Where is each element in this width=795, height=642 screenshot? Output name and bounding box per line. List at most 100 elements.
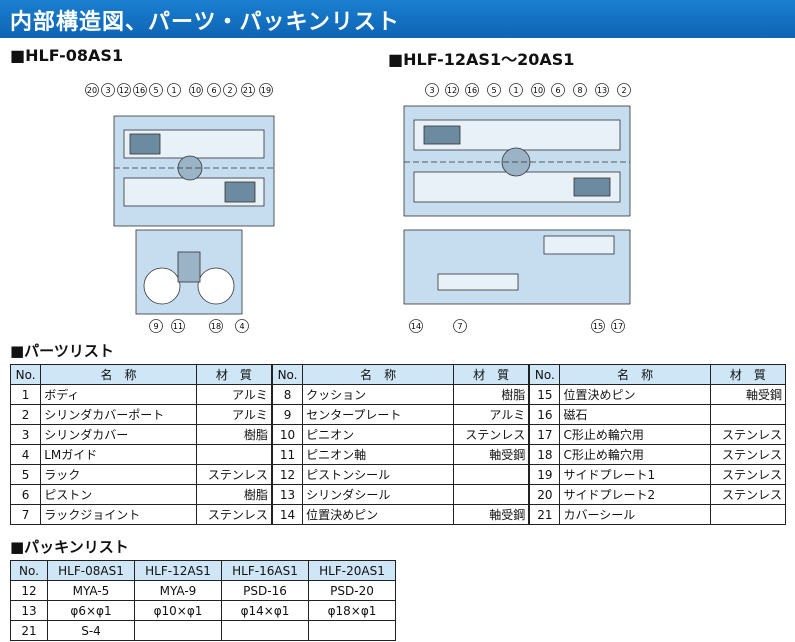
- callout-circle: [171, 319, 185, 333]
- callout-circle: [167, 83, 181, 97]
- part-material: ステンレス: [709, 424, 787, 445]
- callout-circle: [207, 83, 221, 97]
- callout-circle: [465, 83, 479, 97]
- callout-circle: [223, 83, 237, 97]
- callout-label: 18: [211, 322, 221, 331]
- part-material: ステンレス: [195, 464, 273, 485]
- packing-cell: φ14×φ1: [221, 600, 309, 621]
- part-material: [709, 404, 787, 425]
- packing-cell: 21: [10, 620, 48, 641]
- packing-header-cell: HLF-08AS1: [47, 560, 135, 581]
- part-material: 樹脂: [195, 484, 273, 505]
- callout-circle: [241, 83, 255, 97]
- part-name: センタープレート: [302, 404, 455, 425]
- packing-cell: [134, 620, 222, 641]
- part-no: 1: [9, 384, 42, 405]
- page-title: 内部構造図、パーツ・パッキンリスト: [10, 10, 400, 35]
- callout-circle: [453, 319, 467, 333]
- callout-circle: [259, 83, 273, 97]
- col-name: 名 称: [40, 364, 197, 385]
- callout-circle: [117, 83, 131, 97]
- callout-circle: [85, 83, 99, 97]
- part-no: 18: [528, 444, 561, 465]
- callout-label: 15: [593, 322, 603, 331]
- callout-label: 8: [577, 86, 582, 95]
- packing-cell: PSD-16: [221, 580, 309, 601]
- callout-circle: [573, 83, 587, 97]
- part-name: ピストンシール: [302, 464, 455, 485]
- part-name: クッション: [302, 384, 455, 405]
- callout-circle: [409, 319, 423, 333]
- callout-label: 16: [467, 86, 477, 95]
- packing-cell: φ6×φ1: [47, 600, 135, 621]
- part-no: 3: [9, 424, 42, 445]
- packing-cell: 13: [10, 600, 48, 621]
- callout-label: 16: [135, 86, 145, 95]
- callout-circle: [101, 83, 115, 97]
- part-name: ピニオン: [302, 424, 455, 445]
- callout-label: 21: [243, 86, 253, 95]
- callout-circle: [425, 83, 439, 97]
- callout-label: 3: [105, 86, 110, 95]
- part-material: アルミ: [195, 404, 273, 425]
- part-material: 軸受鋼: [709, 384, 787, 405]
- callout-circle: [445, 83, 459, 97]
- part-no: 15: [528, 384, 561, 405]
- callout-label: 9: [153, 322, 158, 331]
- callout-label: 6: [211, 86, 216, 95]
- callout-circle: [551, 83, 565, 97]
- packing-header-cell: HLF-20AS1: [308, 560, 396, 581]
- part-name: カバーシール: [559, 504, 711, 525]
- title-banner: 内部構造図、パーツ・パッキンリスト: [0, 0, 795, 38]
- part-name: シリンダシール: [302, 484, 455, 505]
- col-name: 名 称: [302, 364, 455, 385]
- callout-label: 3: [429, 86, 434, 95]
- part-no: 5: [9, 464, 42, 485]
- callout-label: 14: [411, 322, 421, 331]
- callout-label: 1: [171, 86, 176, 95]
- callout-circle: [531, 83, 545, 97]
- part-name: 磁石: [559, 404, 711, 425]
- callout-circle: [235, 319, 249, 333]
- callout-label: 5: [153, 86, 158, 95]
- callout-label: 6: [555, 86, 560, 95]
- callout-label: 10: [533, 86, 543, 95]
- part-name: C形止め輪穴用: [559, 444, 711, 465]
- packing-cell: PSD-20: [308, 580, 396, 601]
- part-material: [195, 444, 273, 465]
- callout-label: 1: [513, 86, 518, 95]
- callout-circle: [595, 83, 609, 97]
- col-no: No.: [528, 364, 561, 385]
- part-name: ラックジョイント: [40, 504, 197, 525]
- part-no: 9: [270, 404, 304, 425]
- callout-label: 2: [621, 86, 626, 95]
- part-no: 16: [528, 404, 561, 425]
- packing-cell: MYA-5: [47, 580, 135, 601]
- part-name: 位置決めピン: [302, 504, 455, 525]
- packing-header-cell: No.: [10, 560, 48, 581]
- packing-list-heading: ■パッキンリスト: [10, 538, 129, 556]
- part-material: [709, 504, 787, 525]
- callout-circle: [487, 83, 501, 97]
- part-material: ステンレス: [709, 444, 787, 465]
- callout-label: 12: [447, 86, 457, 95]
- callout-circle: [591, 319, 605, 333]
- part-name: C形止め輪穴用: [559, 424, 711, 445]
- packing-cell: [221, 620, 309, 641]
- part-material: 樹脂: [195, 424, 273, 445]
- part-no: 4: [9, 444, 42, 465]
- part-name: LMガイド: [40, 444, 197, 465]
- part-name: ピニオン軸: [302, 444, 455, 465]
- part-material: ステンレス: [195, 504, 273, 525]
- part-no: 2: [9, 404, 42, 425]
- callout-circle: [149, 319, 163, 333]
- part-material: アルミ: [453, 404, 530, 425]
